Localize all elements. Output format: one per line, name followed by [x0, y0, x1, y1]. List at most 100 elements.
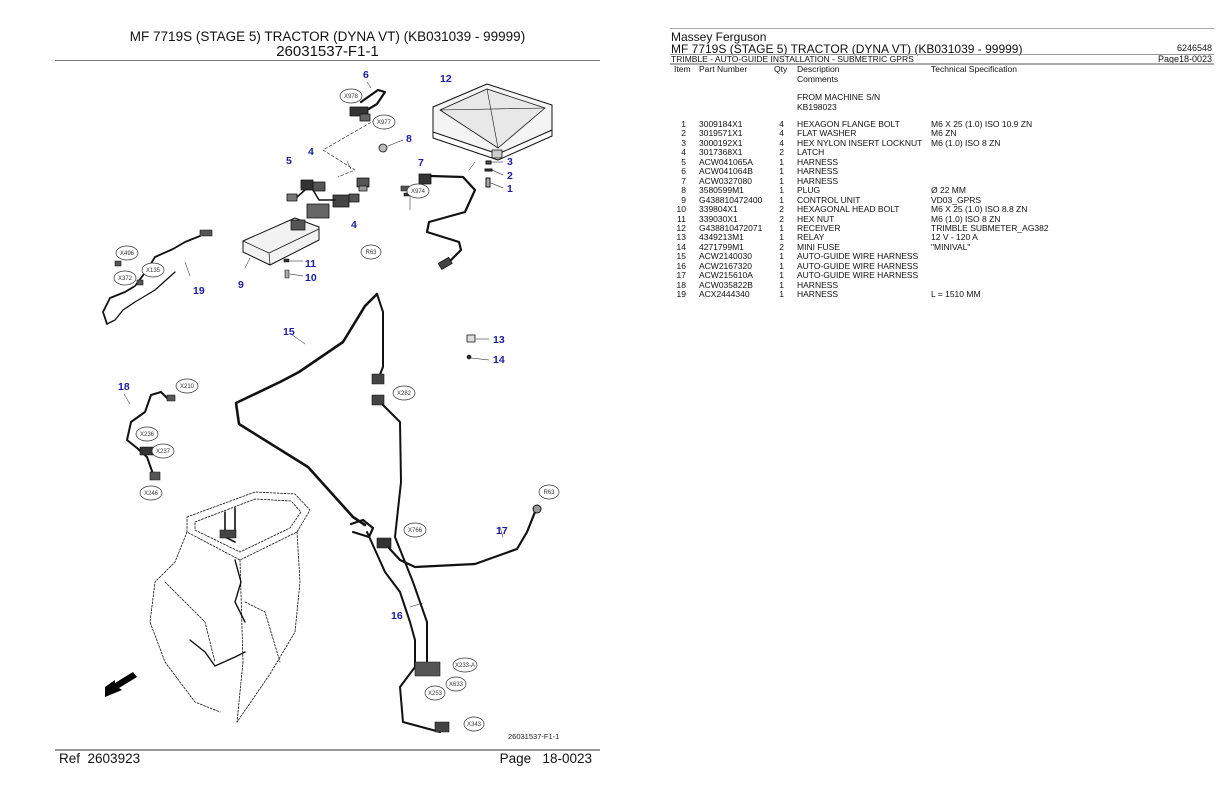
callout-10[interactable]: 10 [305, 272, 317, 284]
cell-spec: Ø 22 MM [931, 185, 966, 196]
callout-5[interactable]: 5 [286, 155, 292, 167]
page-label: Page [499, 751, 532, 766]
cell-part-number: ACW041065A [699, 156, 753, 167]
connector-label: X135 [146, 268, 161, 274]
callout-2[interactable]: 2 [507, 170, 513, 182]
connector-label: X978 [344, 94, 359, 100]
callout-15[interactable]: 15 [283, 326, 295, 338]
callout-18[interactable]: 18 [118, 381, 130, 393]
cell-description: HARNESS [797, 289, 839, 300]
cell-spec: TRIMBLE SUBMETER_AG382 [931, 222, 1049, 233]
cell-description: HARNESS [797, 166, 839, 177]
cell-qty: 2 [779, 204, 784, 215]
cell-item: 6 [681, 166, 686, 177]
comment-line: KB198023 [797, 102, 837, 112]
callout-7[interactable]: 7 [418, 157, 424, 169]
callout-6[interactable]: 6 [363, 69, 369, 81]
callout-9[interactable]: 9 [238, 279, 244, 291]
callout-14[interactable]: 14 [493, 354, 505, 366]
connector-label: X977 [377, 120, 392, 126]
cell-part-number: G438810472400 [699, 194, 763, 205]
brand: Massey Ferguson [671, 30, 767, 44]
cell-qty: 1 [779, 260, 784, 271]
cell-qty: 1 [779, 251, 784, 262]
cell-spec: "MINIVAL" [931, 241, 971, 252]
cell-qty: 1 [779, 232, 784, 243]
cell-qty: 1 [779, 222, 784, 233]
callout-19[interactable]: 19 [193, 285, 205, 297]
cell-description: HEXAGON FLANGE BOLT [797, 119, 900, 129]
cell-description: LATCH [797, 147, 825, 158]
cell-description: PLUG [797, 185, 821, 196]
cell-qty: 1 [779, 194, 784, 205]
cell-part-number: ACW035822B [699, 279, 753, 290]
cell-qty: 1 [779, 175, 784, 186]
callout-13[interactable]: 13 [493, 334, 505, 346]
cell-description: HEX NYLON INSERT LOCKNUT [797, 137, 923, 148]
cell-qty: 1 [779, 156, 784, 167]
cell-spec: VD03_GPRS [931, 194, 982, 205]
cell-part-number: 3000192X1 [699, 137, 743, 148]
cell-part-number: 3009184X1 [699, 119, 743, 129]
callout-17[interactable]: 17 [496, 525, 508, 537]
divider [670, 54, 1214, 55]
connector-label: R63 [365, 250, 377, 256]
ref-value: 2603923 [87, 751, 141, 766]
cell-description: HARNESS [797, 279, 839, 290]
page-number: Page18-0023 [1157, 54, 1212, 64]
cell-description: FLAT WASHER [797, 128, 857, 139]
cell-part-number: 339030X1 [699, 213, 738, 224]
callout-12[interactable]: 12 [440, 73, 452, 85]
cell-item: 3 [681, 137, 686, 148]
cell-description: RECEIVER [797, 222, 841, 233]
cell-description: AUTO-GUIDE WIRE HARNESS [797, 260, 919, 271]
cell-part-number: ACW215610A [699, 270, 753, 281]
document-number: 6246548 [1176, 43, 1212, 53]
callout-4b[interactable]: 4 [351, 219, 357, 231]
model-title: MF 7719S (STAGE 5) TRACTOR (DYNA VT) (KB… [671, 42, 1023, 56]
divider [55, 749, 600, 751]
comment-line: FROM MACHINE S/N [797, 92, 881, 102]
cell-qty: 4 [779, 119, 784, 129]
callout-8[interactable]: 8 [406, 133, 412, 145]
cell-item: 13 [676, 232, 686, 243]
cell-qty: 1 [779, 289, 784, 300]
divider [55, 60, 600, 61]
harness-7 [418, 161, 477, 270]
cell-description: AUTO-GUIDE WIRE HARNESS [797, 270, 919, 281]
callout-16[interactable]: 16 [391, 610, 403, 622]
cell-qty: 1 [779, 166, 784, 177]
cell-spec: 12 V - 120 A [931, 232, 978, 243]
section-title: TRIMBLE - AUTO-GUIDE INSTALLATION - SUBM… [671, 54, 914, 64]
cell-qty: 1 [779, 270, 784, 281]
cell-part-number: 3019571X1 [699, 128, 743, 139]
col-header-comments: Comments [797, 74, 839, 84]
callout-4[interactable]: 4 [308, 146, 314, 158]
cell-description: HARNESS [797, 156, 839, 167]
callout-1[interactable]: 1 [507, 183, 513, 195]
arrow-down-left-icon [105, 672, 137, 697]
harness-17 [349, 504, 542, 569]
callout-11[interactable]: 11 [305, 258, 316, 270]
callout-3[interactable]: 3 [507, 156, 513, 168]
cell-qty: 2 [779, 213, 784, 224]
